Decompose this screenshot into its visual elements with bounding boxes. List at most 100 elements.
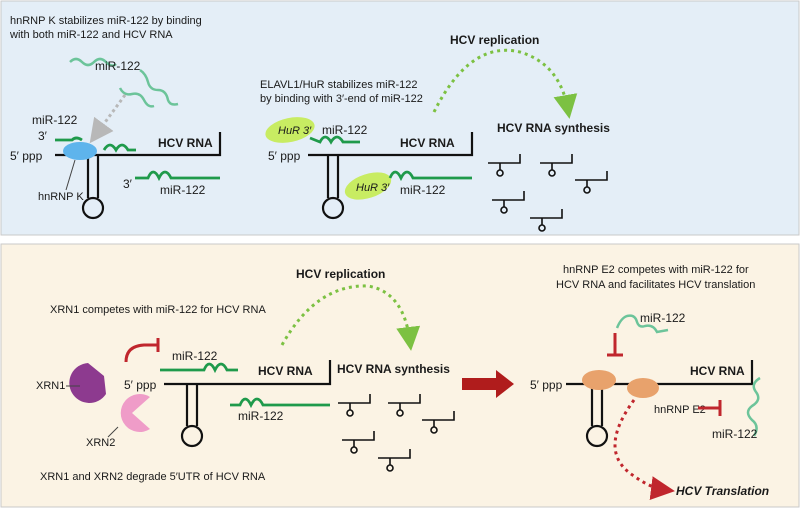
replication-arrow-top [432,48,578,119]
bottom-middle-replication-section: HCV replication HCV RNA synthesis [280,267,455,472]
replication-label-top: HCV replication [450,33,539,47]
hnrnpe2-label: hnRNP E2 [654,404,706,416]
top-middle-hur-section: ELAVL1/HuR stabilizes miR-122 by binding… [260,79,474,220]
hur-caption-line2: by binding with 3′-end of miR-122 [260,93,423,105]
stem-loop [86,155,100,198]
right-mirna-label-bottom-right: miR-122 [712,427,758,441]
rna-copy-loop [350,446,358,454]
replication-label-bottom: HCV replication [296,267,385,281]
hnrnpe2-caption-line1: hnRNP E2 competes with miR-122 for [563,264,749,276]
upper-free-mirna-strand [615,314,669,334]
recruitment-arrow [89,94,127,144]
stem-loop-bottom-left [185,384,199,426]
five-prime-label-bottom-right: 5′ ppp [530,378,563,392]
hcv-rna-backbone-middle [308,132,474,157]
upper-mirna-label-bottom-left: miR-122 [172,349,218,363]
hcv-rna-label-top-middle: HCV RNA [400,136,455,150]
rna-copy-loop [346,409,354,417]
rna-copy [575,171,608,187]
hnrnpe2-protein-left [582,370,616,390]
rna-copy [342,431,375,447]
hnrnpk-protein [63,142,97,160]
hcv-rna-backbone-bottom-right [566,360,754,386]
rna-copy-loop [583,186,591,194]
rna-copy-loop [430,426,438,434]
xrn2-enzyme [120,393,150,433]
hnrnpk-caption-line2: with both miR-122 and HCV RNA [9,29,173,41]
hur-caption-line1: ELAVL1/HuR stabilizes miR-122 [260,79,418,91]
lower-mirna-strand [135,170,220,182]
hur-upper-label: HuR 3′ [278,125,312,137]
lower-mirna-strand-bottom-left [230,397,330,409]
xrn2-label: XRN2 [86,437,115,449]
stem-loop-head-bottom-right [585,424,609,448]
five-prime-label-top-middle: 5′ ppp [268,149,301,163]
hcv-rna-label-bottom-right: HCV RNA [690,364,745,378]
hnrnpk-label: hnRNP K [38,191,84,203]
synthesis-label-top: HCV RNA synthesis [497,121,610,135]
upper-mirna-strand-hur [309,135,360,145]
xrn1-enzyme [69,363,106,403]
rna-copies-bottom [338,394,455,472]
rna-copy [338,394,371,410]
hcv-rna-backbone-bottom-left [164,360,332,386]
xrn1-inhibition-arrow [124,343,158,363]
stem-loop-bottom-right [590,384,604,426]
replication-arrow-bottom [280,284,421,351]
stem-loop-middle [326,155,340,198]
five-prime-label-top-left: 5′ ppp [10,149,43,163]
rna-copy-loop [538,224,546,232]
lower-mirna-label-bottom-left: miR-122 [238,409,284,423]
free-mirna-strand-2 [139,68,179,106]
xrn1-label: XRN1 [36,380,65,392]
top-panel [0,0,800,236]
hcv-rna-label-bottom-left: HCV RNA [258,364,313,378]
hur-lower-label: HuR 3′ [356,182,390,194]
rna-copy [530,209,563,225]
upper-mirna-strand-bottom-left [160,362,238,374]
upper-mirna-label-hur: miR-122 [322,123,368,137]
stem-loop-head-middle [321,196,345,220]
free-mirna-label: miR-122 [95,59,141,73]
hcv-rna-backbone [55,132,222,157]
xrn2-pointer [107,426,119,438]
lower-mirna-label: miR-122 [160,183,206,197]
lower-mirna-strand-hur [388,170,472,182]
rna-copy-loop [396,409,404,417]
synthesis-label-bottom: HCV RNA synthesis [337,362,450,376]
free-mirna-strand-3 [118,87,155,108]
hnrnpe2-caption-line2: HCV RNA and facilitates HCV translation [556,279,755,291]
rna-copy [488,154,521,170]
free-mirna-strand-1 [69,57,117,67]
rna-copy [422,411,455,427]
rna-copies-top [488,154,608,232]
right-free-mirna-strand [746,376,761,437]
bound-mirna-label: miR-122 [32,113,78,127]
stem-loop-head-bottom-left [180,424,204,448]
xrn-caption-bottom: XRN1 and XRN2 degrade 5′UTR of HCV RNA [40,471,266,483]
hcv-rna-label-top-left: HCV RNA [158,136,213,150]
bound-mirna-3prime: 3′ [38,129,48,143]
bottom-left-xrn-section: XRN1 competes with miR-122 for HCV RNA X… [36,304,332,483]
rna-copy-loop [500,206,508,214]
rna-copy [492,191,525,207]
hnrnpk-caption-line1: hnRNP K stabilizes miR-122 by binding [10,15,202,27]
rna-copy-loop [386,464,394,472]
bound-mirna-strand [55,136,136,153]
rna-copy-loop [548,169,556,177]
hur-protein-lower [344,172,392,200]
five-prime-label-bottom-left: 5′ ppp [124,378,157,392]
rna-copy-loop [496,169,504,177]
hnrnpk-pointer [65,159,76,191]
lower-mirna-3prime: 3′ [123,177,133,191]
rna-copy [540,154,573,170]
bottom-right-hnrnpe2-section: hnRNP E2 competes with miR-122 for HCV R… [530,264,769,501]
top-left-hnrnpk-section: hnRNP K stabilizes miR-122 by binding wi… [9,15,222,220]
rna-copy [388,394,421,410]
transition-arrow [462,370,514,398]
hnrnpe2-protein-right [627,378,659,398]
translation-label: HCV Translation [676,484,769,498]
rna-copy [378,449,411,465]
stem-loop-head [81,196,105,220]
